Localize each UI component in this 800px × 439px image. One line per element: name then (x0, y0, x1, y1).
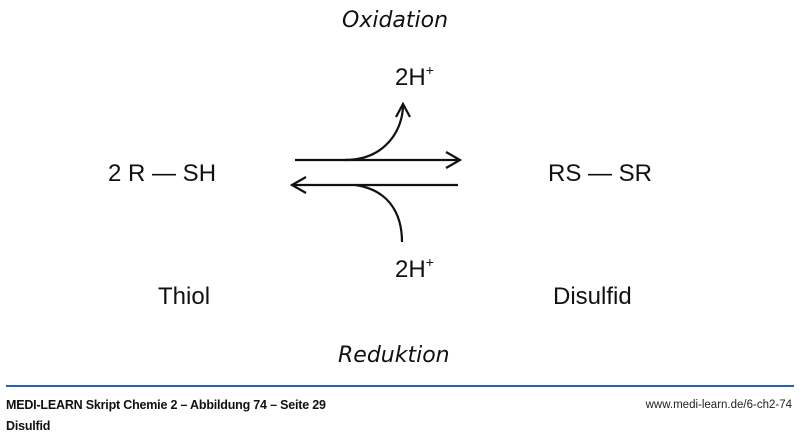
thiol-formula: 2 R — SH (108, 160, 217, 187)
disulfide-formula: RS — SR (548, 160, 653, 187)
proton-top-text: 2H (395, 64, 426, 91)
footer-subtitle: Disulfid (6, 419, 51, 433)
proton-top: 2H+ (395, 62, 434, 92)
reverse-arrow (289, 176, 458, 194)
proton-uptake-arrow (354, 183, 404, 243)
proton-release-arrow (344, 101, 411, 162)
charge: + (425, 62, 434, 78)
charge: + (425, 254, 434, 270)
footer-divider (6, 385, 794, 387)
proton-bottom: 2H+ (395, 254, 434, 284)
footer-url[interactable]: www.medi-learn.de/6-ch2-74 (645, 399, 792, 411)
footer-title: MEDI-LEARN Skript Chemie 2 – Abbildung 7… (6, 398, 326, 412)
reduction-label: Reduktion (338, 343, 450, 368)
disulfide-name: Disulfid (553, 283, 632, 310)
oxidation-label: Oxidation (342, 8, 449, 33)
proton-bottom-text: 2H (395, 256, 426, 283)
thiol-name: Thiol (158, 283, 211, 310)
forward-arrow (295, 151, 463, 169)
